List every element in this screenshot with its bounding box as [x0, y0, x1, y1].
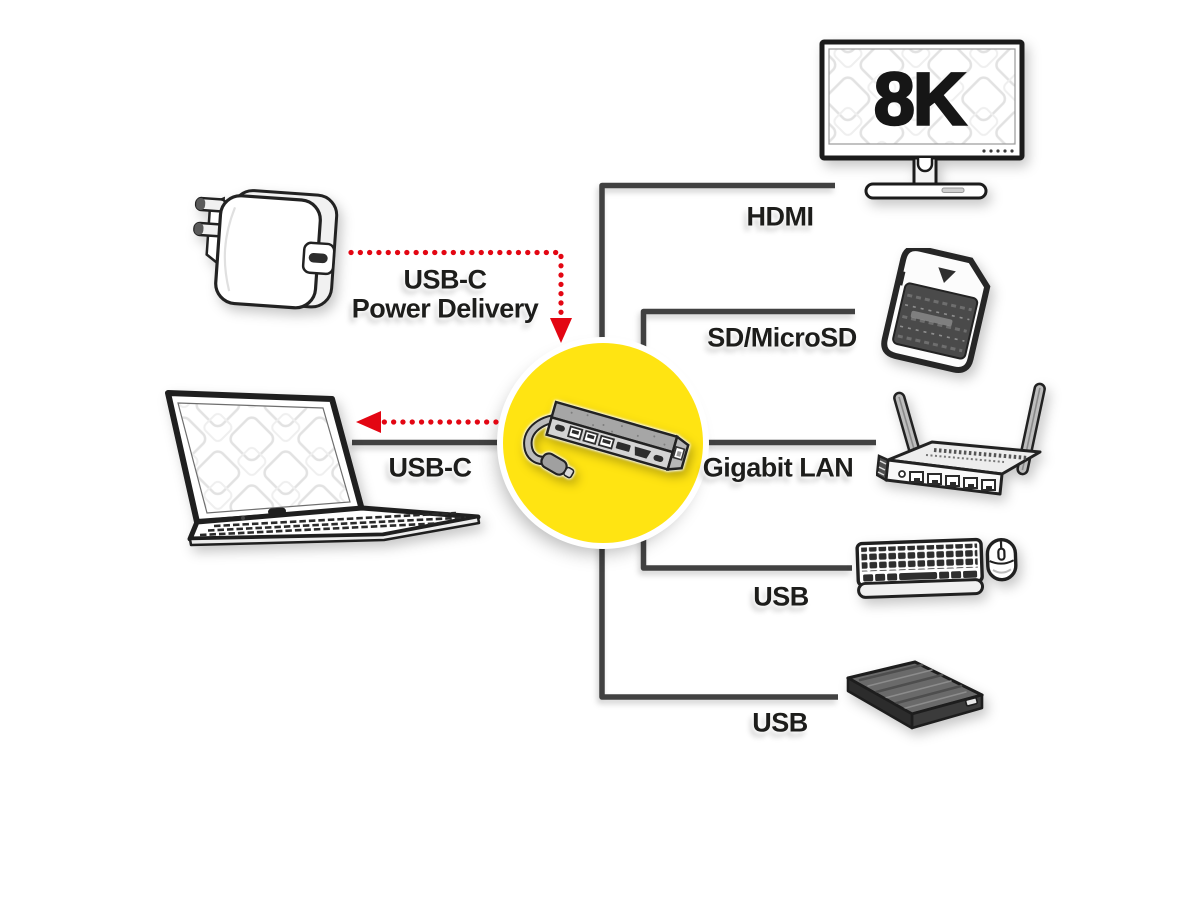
label-usbc-host: USB-C — [388, 452, 473, 483]
drive-front-face — [846, 676, 914, 730]
monitor-base-slot — [941, 187, 965, 193]
label-usb-drive: USB — [752, 707, 808, 738]
power-adapter-icon — [193, 189, 339, 310]
hub-body — [545, 400, 690, 471]
label-usb-keyboard: USB — [753, 581, 809, 612]
adapter-usbc-port — [301, 241, 336, 276]
laptop-hinge — [268, 507, 287, 516]
hub-usbc-plug — [540, 452, 575, 479]
router-lan-ports — [898, 470, 996, 491]
label-pd-line2: Power Delivery — [351, 293, 539, 323]
keyboard-keys — [861, 543, 978, 572]
red-dotted-arrow-down-icon — [348, 249, 564, 319]
keyboard-mouse-icon — [855, 537, 1018, 599]
monitor-buttons — [982, 149, 1014, 153]
label-usbc-power-delivery: USB-C Power Delivery — [352, 265, 539, 322]
laptop-base-edge — [188, 515, 481, 547]
label-pd-line1: USB-C — [403, 264, 487, 295]
drive-usb-port — [964, 697, 979, 707]
keyboard-bottom-row — [863, 570, 978, 582]
lan-router-icon — [876, 382, 1046, 496]
hub-front-ports — [555, 424, 664, 462]
monitor-screen — [828, 48, 1016, 145]
usb-c-hub-icon — [523, 400, 690, 479]
monitor-hinge — [916, 158, 934, 173]
laptop-keyboard — [199, 511, 477, 537]
monitor-8k-label: 8K — [872, 56, 967, 142]
hub-cable — [525, 415, 567, 464]
sd-card-icon — [881, 248, 991, 373]
host-arrowhead — [356, 411, 381, 433]
laptop-icon — [165, 390, 481, 547]
hard-drive-icon — [846, 660, 984, 730]
keyboard-palm-rest — [857, 578, 985, 599]
laptop-power-led — [241, 516, 245, 520]
mouse — [985, 537, 1018, 582]
label-sd-microsd: SD/MicroSD — [707, 322, 857, 353]
laptop-screen — [177, 402, 351, 514]
sd-card-triangle — [938, 267, 956, 283]
8k-monitor-icon — [819, 39, 1025, 200]
pd-arrowhead — [550, 318, 572, 343]
label-hdmi: HDMI — [746, 201, 815, 232]
sd-card-lock-notch — [896, 270, 906, 286]
label-gigabit-lan: Gigabit LAN — [702, 452, 854, 483]
